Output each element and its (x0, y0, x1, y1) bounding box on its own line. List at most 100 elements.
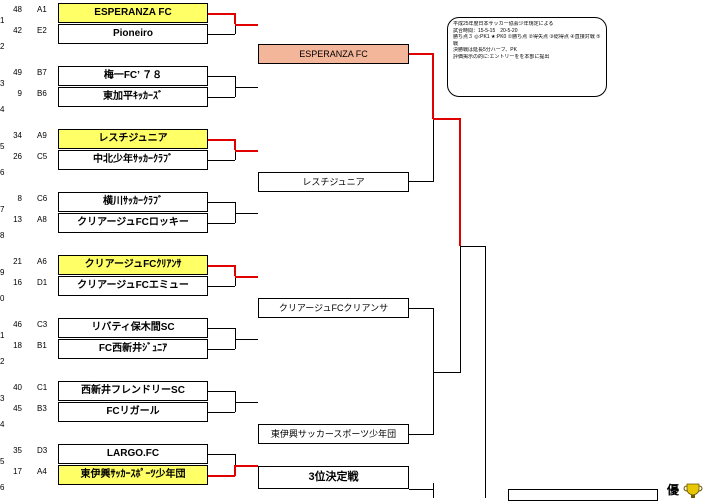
team-box: レスチジュニア (58, 129, 208, 149)
bracket-line (208, 454, 235, 455)
advance-line (208, 475, 235, 477)
team-number: 48 (13, 5, 22, 14)
note-line: 平成25年度日本サッカー協会少年規定による (453, 21, 554, 27)
third-place-label: 3位決定戦 (258, 466, 409, 489)
advance-line (235, 24, 258, 26)
team-box: 東加平ｷｯｶｰｽﾞ (58, 87, 208, 107)
team-box: クリアージュFCロッキー (58, 213, 208, 233)
bracket-line (235, 328, 236, 349)
note-line: 勝ち点３ ◎:PK1 ★:PK0 ①勝ち点 ②得失点 ③総得点 ④直接対戦 ⑤P… (453, 34, 601, 40)
team-number: 9 (17, 89, 22, 98)
advance-line (235, 150, 258, 152)
team-number: 26 (13, 152, 22, 161)
row-index: 2 (0, 357, 5, 366)
bracket-line (409, 489, 433, 490)
advance-line (208, 265, 235, 267)
seed-code: B3 (37, 404, 47, 413)
advance-line (459, 118, 461, 246)
team-box: 中北少年ｻｯｶｰｸﾗﾌﾞ (58, 150, 208, 170)
row-index: 6 (0, 168, 5, 177)
team-number: 8 (17, 194, 22, 203)
bracket-line (208, 160, 235, 161)
seed-code: C1 (37, 383, 48, 392)
round2-box: 東伊興サッカースポーツ少年団 (258, 424, 409, 444)
team-number: 17 (13, 467, 22, 476)
final-box (508, 489, 658, 501)
round2-box: ESPERANZA FC (258, 44, 409, 64)
advance-line (208, 139, 235, 141)
team-box: FC西新井ｼﾞｭﾆｱ (58, 339, 208, 359)
advance-line (234, 465, 236, 476)
bracket-line (235, 87, 258, 88)
advance-line (409, 53, 433, 55)
advance-line (235, 465, 258, 467)
note-line: 試合時間：15-5-15 20-5-20 (453, 27, 518, 34)
seed-code: B1 (37, 341, 47, 350)
bracket-line (485, 246, 486, 498)
seed-code: A9 (37, 131, 47, 140)
seed-code: E2 (37, 26, 47, 35)
advance-line (234, 13, 236, 24)
rules-note: 平成25年度日本サッカー協会少年規定による 試合時間：15-5-15 20-5-… (447, 17, 607, 97)
bracket-line (235, 454, 236, 465)
bracket-line (460, 246, 461, 373)
team-number: 49 (13, 68, 22, 77)
bracket-line (235, 24, 236, 34)
seed-code: D1 (37, 278, 48, 287)
team-number: 45 (13, 404, 22, 413)
bracket-line (235, 76, 236, 97)
advance-line (235, 276, 258, 278)
team-number: 46 (13, 320, 22, 329)
seed-code: A8 (37, 215, 47, 224)
team-box: クリアージュFCｸﾘｱﾝｻ (58, 255, 208, 275)
advance-line (433, 118, 460, 120)
seed-code: C6 (37, 194, 48, 203)
bracket-line (409, 308, 433, 309)
bracket-line (235, 202, 236, 223)
team-box: 横川ｻｯｶｰｸﾗﾌﾞ (58, 192, 208, 212)
seed-code: B6 (37, 89, 47, 98)
team-number: 18 (13, 341, 22, 350)
seed-code: A6 (37, 257, 47, 266)
advance-line (234, 265, 236, 276)
bracket-line (235, 339, 258, 340)
bracket-line (208, 223, 235, 224)
advance-line (234, 139, 236, 150)
bracket-line (208, 76, 235, 77)
row-index: 3 (0, 394, 5, 403)
bracket-line (409, 181, 433, 182)
seed-code: C3 (37, 320, 48, 329)
round2-box: レスチジュニア (258, 172, 409, 192)
team-box: 梅一FC’ ７８ (58, 66, 208, 86)
team-box: FCリガール (58, 402, 208, 422)
bracket-line (433, 119, 434, 182)
bracket-line (235, 150, 236, 160)
note-line: 戦 (453, 40, 459, 47)
note-line: 決勝戦は延長5分ハーフ、PK (453, 47, 517, 53)
row-index: 4 (0, 105, 5, 114)
bracket-line (208, 349, 235, 350)
bracket-line (208, 97, 235, 98)
bracket-line (208, 34, 235, 35)
row-index: 1 (0, 331, 5, 340)
seed-code: B7 (37, 68, 47, 77)
team-number: 40 (13, 383, 22, 392)
note-line: 評価掲示の的に:エントリーをを本部に提出 (453, 53, 550, 60)
bracket-line (208, 328, 235, 329)
seed-code: C5 (37, 152, 48, 161)
row-index: 0 (0, 294, 5, 303)
bracket-line (208, 412, 235, 413)
team-number: 34 (13, 131, 22, 140)
advance-line (208, 13, 235, 15)
row-index: 6 (0, 483, 5, 492)
team-number: 13 (13, 215, 22, 224)
team-number: 35 (13, 446, 22, 455)
team-box: クリアージュFCエミュー (58, 276, 208, 296)
bracket-line (433, 308, 434, 435)
bracket-line (433, 483, 434, 498)
bracket-line (208, 286, 235, 287)
team-box: Pioneiro (58, 24, 208, 44)
team-box: 東伊興ｻｯｶｰｽﾎﾟｰﾂ少年団 (58, 465, 208, 485)
bracket-line (208, 202, 235, 203)
team-number: 42 (13, 26, 22, 35)
